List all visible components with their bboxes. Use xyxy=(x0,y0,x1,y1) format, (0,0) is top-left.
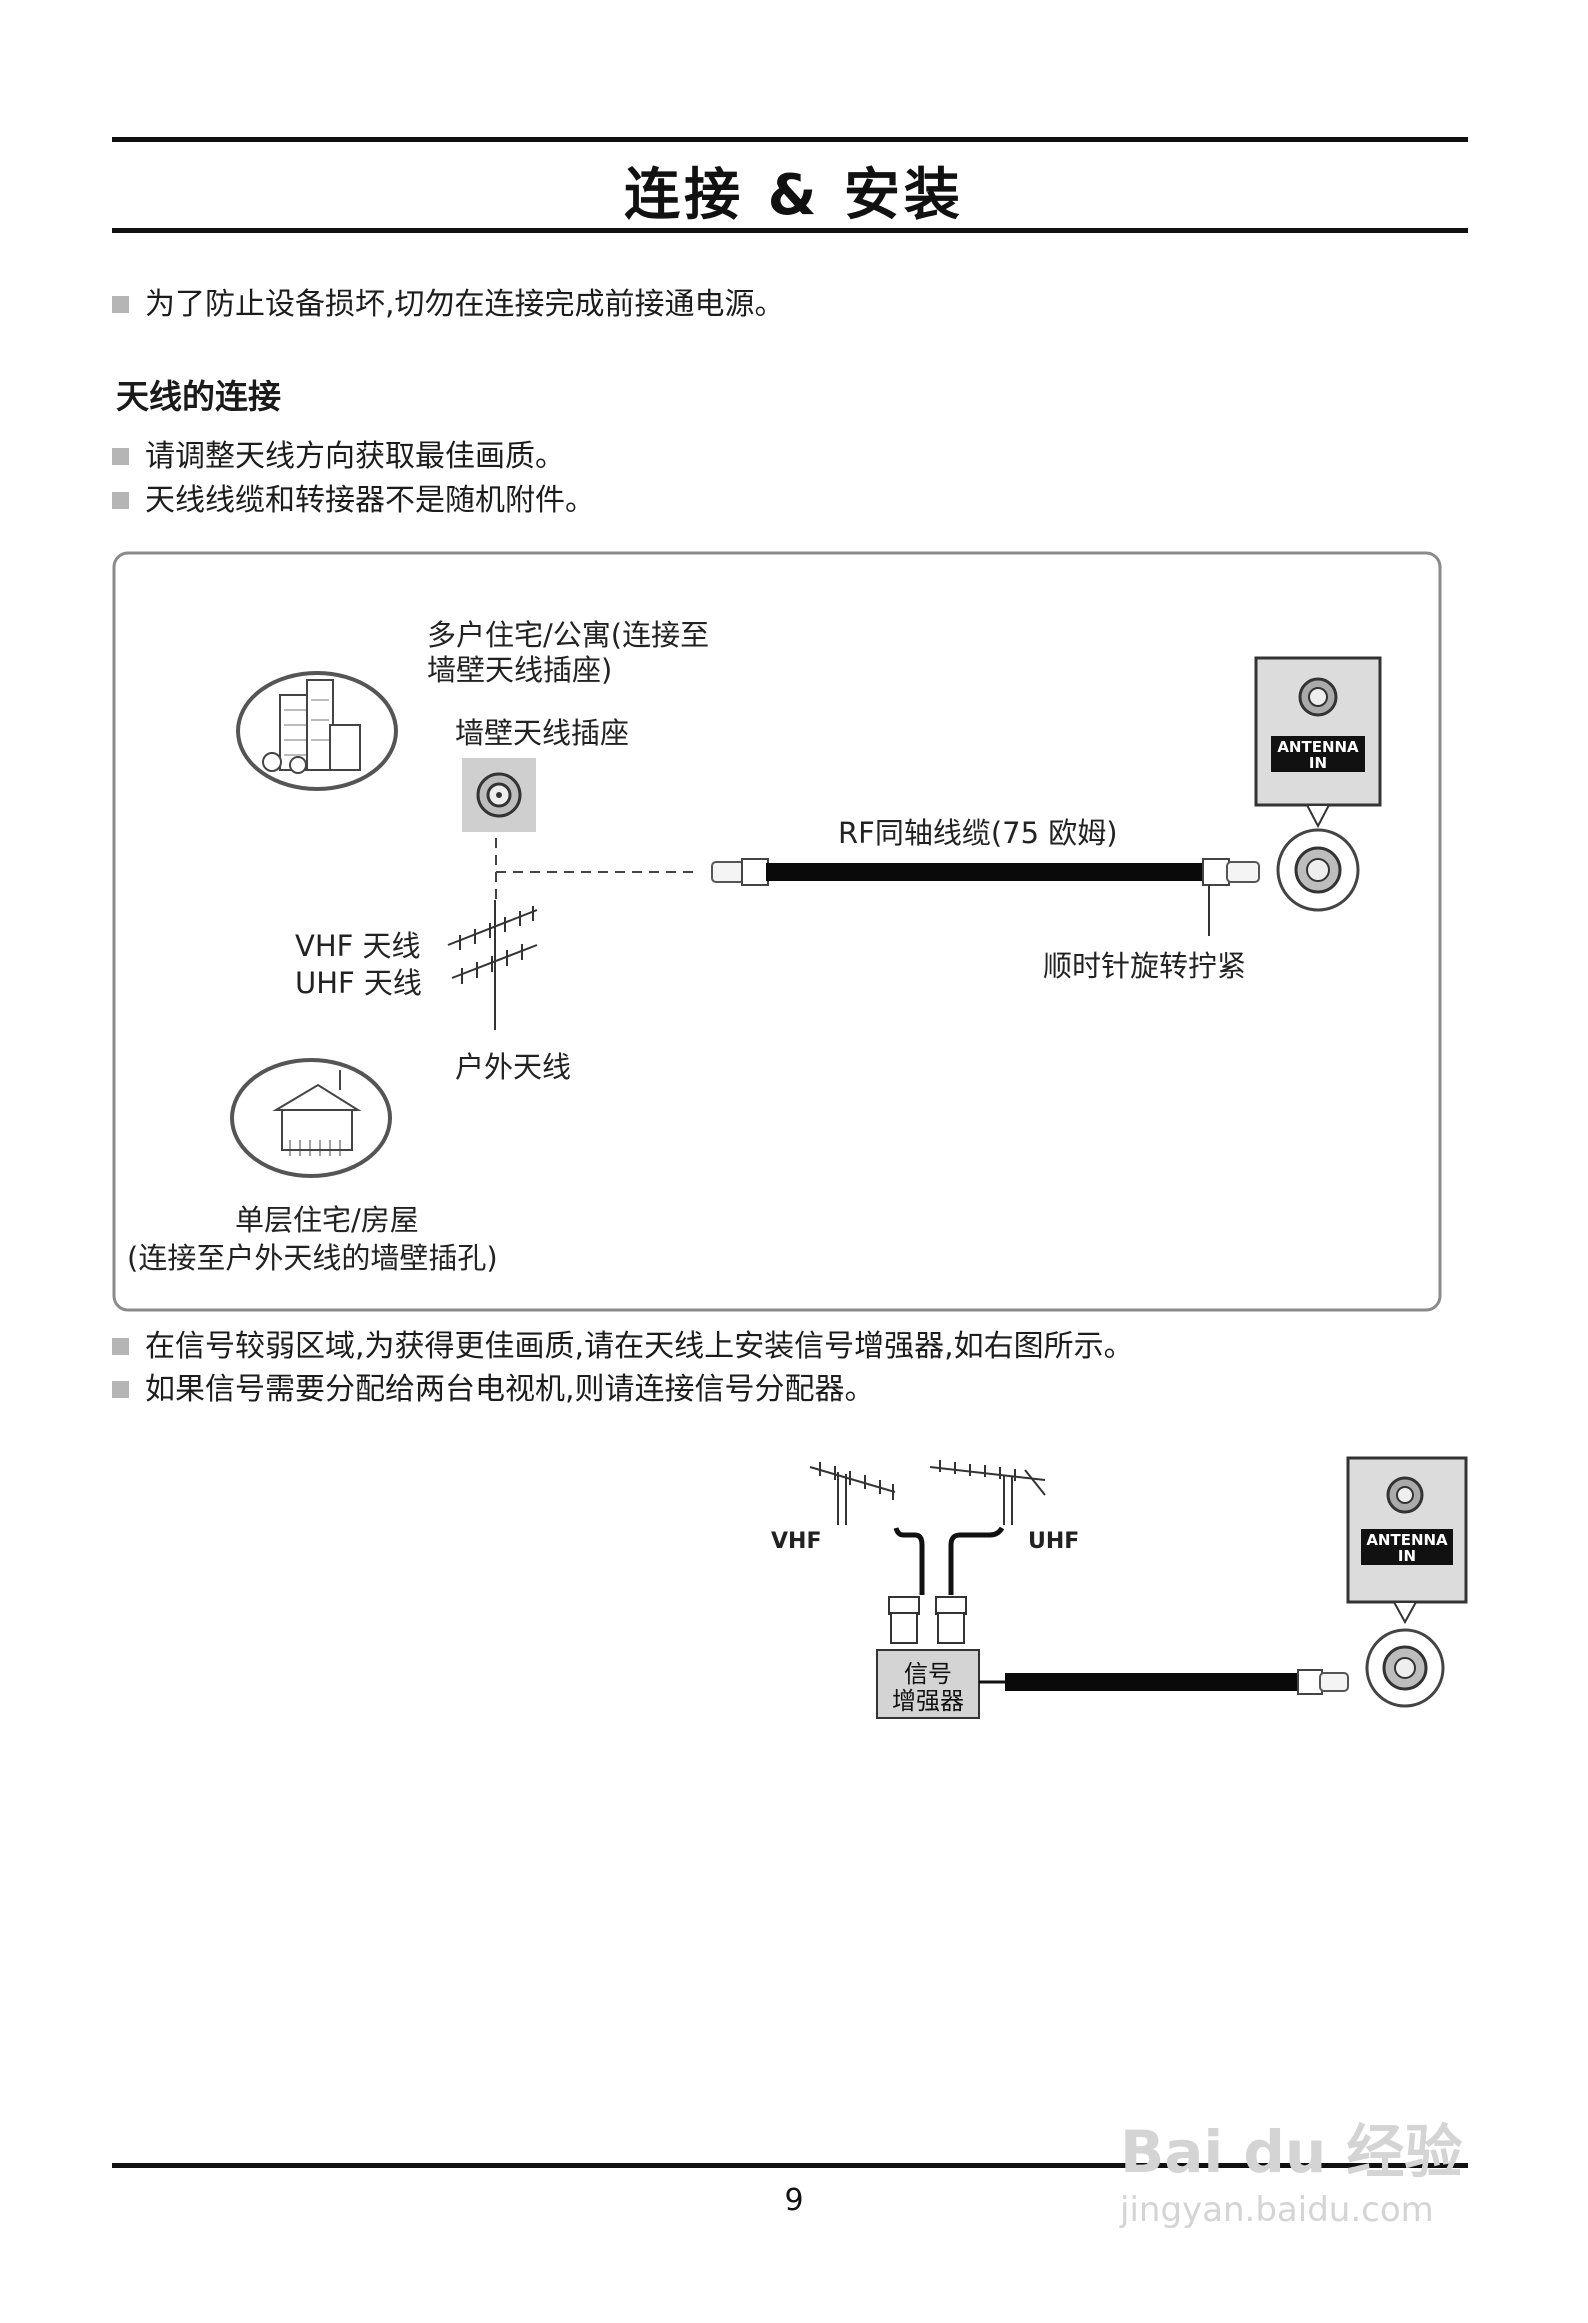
antenna-bullet: 请调整天线方向获取最佳画质。 xyxy=(112,437,565,477)
antenna-in-label-line1: ANTENNA xyxy=(1366,1531,1448,1549)
section-heading: 天线的连接 xyxy=(116,377,281,416)
rf-cable-label: RF同轴线缆(75 欧姆) xyxy=(838,816,1118,850)
diagram-frame xyxy=(112,551,1442,1312)
top-rule-upper xyxy=(112,137,1468,142)
vhf-antenna-icon xyxy=(809,1462,896,1525)
apartment-label-line1: 多户住宅/公寓(连接至 xyxy=(427,618,709,652)
booster-label-line2: 增强器 xyxy=(892,1687,964,1715)
antenna-bullet-text: 请调整天线方向获取最佳画质。 xyxy=(145,439,565,474)
booster-bullet: 如果信号需要分配给两台电视机,则请连接信号分配器。 xyxy=(112,1370,875,1410)
booster-label-line1: 信号 xyxy=(904,1660,952,1688)
antenna-in-label-line1: ANTENNA xyxy=(1277,738,1359,756)
vhf-label: VHF xyxy=(771,1529,821,1554)
page-title: 连接 & 安装 xyxy=(624,163,964,228)
wall-socket-icon xyxy=(462,758,536,832)
bullet-square-icon xyxy=(112,1381,129,1398)
vhf-antenna-label: VHF 天线 xyxy=(295,929,421,963)
house-icon xyxy=(230,1058,392,1178)
booster-bullet-text: 如果信号需要分配给两台电视机,则请连接信号分配器。 xyxy=(145,1372,875,1407)
outdoor-antenna-icon xyxy=(447,900,538,1030)
rf-coax-cable xyxy=(711,858,1260,886)
booster-output-cable xyxy=(979,1669,1349,1695)
wall-socket-label: 墙壁天线插座 xyxy=(455,716,629,750)
watermark-brand: Bai du 经验 xyxy=(1120,2118,1463,2186)
house-label-line2: (连接至户外天线的墙壁插孔) xyxy=(127,1241,498,1275)
intro-bullet-text: 为了防止设备损坏,切勿在连接完成前接通电源。 xyxy=(145,287,785,322)
apartment-building-icon xyxy=(236,671,398,791)
vhf-plug-icon xyxy=(888,1596,920,1644)
uhf-antenna-icon xyxy=(929,1460,1046,1525)
antenna-bullet-text: 天线线缆和转接器不是随机附件。 xyxy=(145,483,595,518)
antenna-in-label-line2: IN xyxy=(1309,754,1327,772)
intro-bullet: 为了防止设备损坏,切勿在连接完成前接通电源。 xyxy=(112,285,785,325)
apartment-label-line2: 墙壁天线插座) xyxy=(427,653,612,687)
bullet-square-icon xyxy=(112,296,129,313)
antenna-bullet: 天线线缆和转接器不是随机附件。 xyxy=(112,481,595,521)
uhf-lead-wire xyxy=(948,1526,1005,1595)
bullet-square-icon xyxy=(112,492,129,509)
vhf-lead-wire xyxy=(893,1527,925,1595)
bottom-rule xyxy=(112,2163,1468,2168)
tv-antenna-in-panel xyxy=(1254,656,1382,912)
house-label-line1: 单层住宅/房屋 xyxy=(235,1203,419,1237)
top-rule-lower xyxy=(112,228,1468,233)
signal-booster-box xyxy=(876,1649,980,1719)
uhf-label: UHF xyxy=(1028,1529,1079,1554)
outdoor-antenna-label: 户外天线 xyxy=(455,1050,571,1084)
watermark-url: jingyan.baidu.com xyxy=(1120,2190,1434,2230)
tv-antenna-in-panel xyxy=(1346,1456,1468,1708)
antenna-in-label-line2: IN xyxy=(1398,1547,1416,1565)
booster-bullet-text: 在信号较弱区域,为获得更佳画质,请在天线上安装信号增强器,如右图所示。 xyxy=(145,1329,1134,1364)
tighten-label: 顺时针旋转拧紧 xyxy=(1043,949,1246,983)
uhf-antenna-label: UHF 天线 xyxy=(295,966,422,1000)
booster-bullet: 在信号较弱区域,为获得更佳画质,请在天线上安装信号增强器,如右图所示。 xyxy=(112,1327,1134,1367)
uhf-plug-icon xyxy=(935,1596,967,1644)
bullet-square-icon xyxy=(112,448,129,465)
page-number: 9 xyxy=(784,2183,804,2218)
bullet-square-icon xyxy=(112,1338,129,1355)
